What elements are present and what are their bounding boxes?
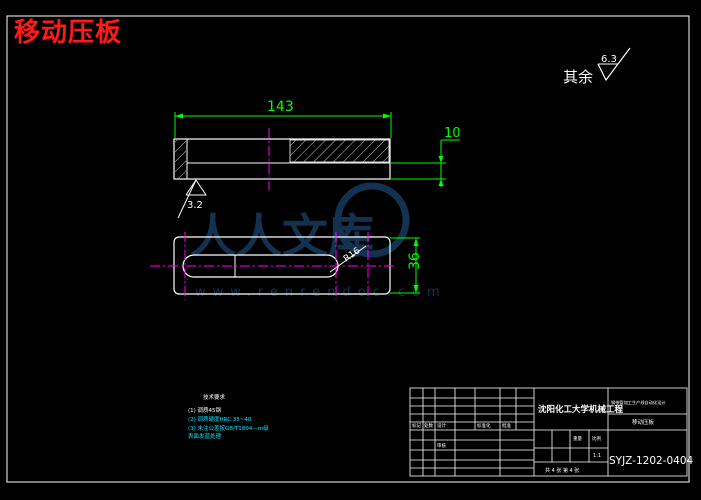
surface-note-prefix: 其余 [563,68,593,86]
top-view: R16 36 [150,232,423,300]
arrow-width-top [413,238,419,246]
tb-cell-designer: 设计 [437,422,446,429]
tb-cell-std: 标准化 [477,422,491,429]
tb-cell-count: 处数 [424,422,433,429]
hatch-left [175,140,186,178]
notes-line-1: (1) 调质45钢 [188,406,222,414]
tb-cell-checker: 审核 [437,442,446,449]
tb-school: 沈阳化工大学机械工程 [538,404,624,415]
tb-sheet: 共 4 张 第 4 张 [545,467,579,474]
roughness-leader [177,179,197,219]
title-block [409,387,688,477]
tb-cell-weight: 重量 [573,435,582,442]
page-title: 移动压板 [14,18,123,48]
tb-scale: 1:1 [593,453,601,459]
watermark-logo-ring [334,182,410,258]
technical-notes: 技术要求 (1) 调质45钢 (2) 调质硬度HRC 35~40 (3) 未注公… [188,393,269,440]
arrow-thick-top [438,156,444,163]
front-outline [173,138,391,180]
tb-project: 钢带管加工生产线自动化设计 [611,399,665,406]
arrow-width-bottom [413,285,419,293]
title-block-border [409,387,688,477]
radius-leader [329,245,367,273]
arrow-left [175,113,183,119]
notes-header: 技术要求 [203,393,226,401]
notes-line-4: 表面发蓝处理 [188,432,222,440]
watermark: 人人文库 www.renrendoc.com [190,182,447,300]
arrow-right [383,113,391,119]
notes-line-3: (3) 未注公差按GB/T1804—m级 [188,424,269,432]
watermark-brand: 人人文库 [190,209,374,263]
hatch-right [289,139,390,163]
drawing-border [6,15,690,483]
tb-part-name: 移动压板 [632,418,655,426]
roughness-triangle [185,179,207,196]
notes-line-2: (2) 调质硬度HRC 35~40 [188,415,252,423]
roughness-symbol [597,47,631,82]
title-block-text: 沈阳化工大学机械工程 钢带管加工生产线自动化设计 移动压板 SYJZ-1202-… [412,399,694,474]
arrow-thick-bottom [438,179,444,186]
front-view: 143 10 3.2 [173,99,461,219]
tb-cell-mark: 标记 [412,422,421,429]
tb-cell-ratio: 比例 [592,435,601,442]
surface-note-value: 6.3 [601,54,617,65]
roughness-value: 3.2 [187,200,203,211]
watermark-url: www.renrendoc.com [195,285,447,300]
tb-drawing-no: SYJZ-1202-0404 [609,455,694,467]
dim-length: 143 [267,99,294,115]
dim-thickness: 10 [444,126,461,141]
tb-cell-approve: 批准 [502,422,511,429]
dim-width: 36 [407,252,423,270]
